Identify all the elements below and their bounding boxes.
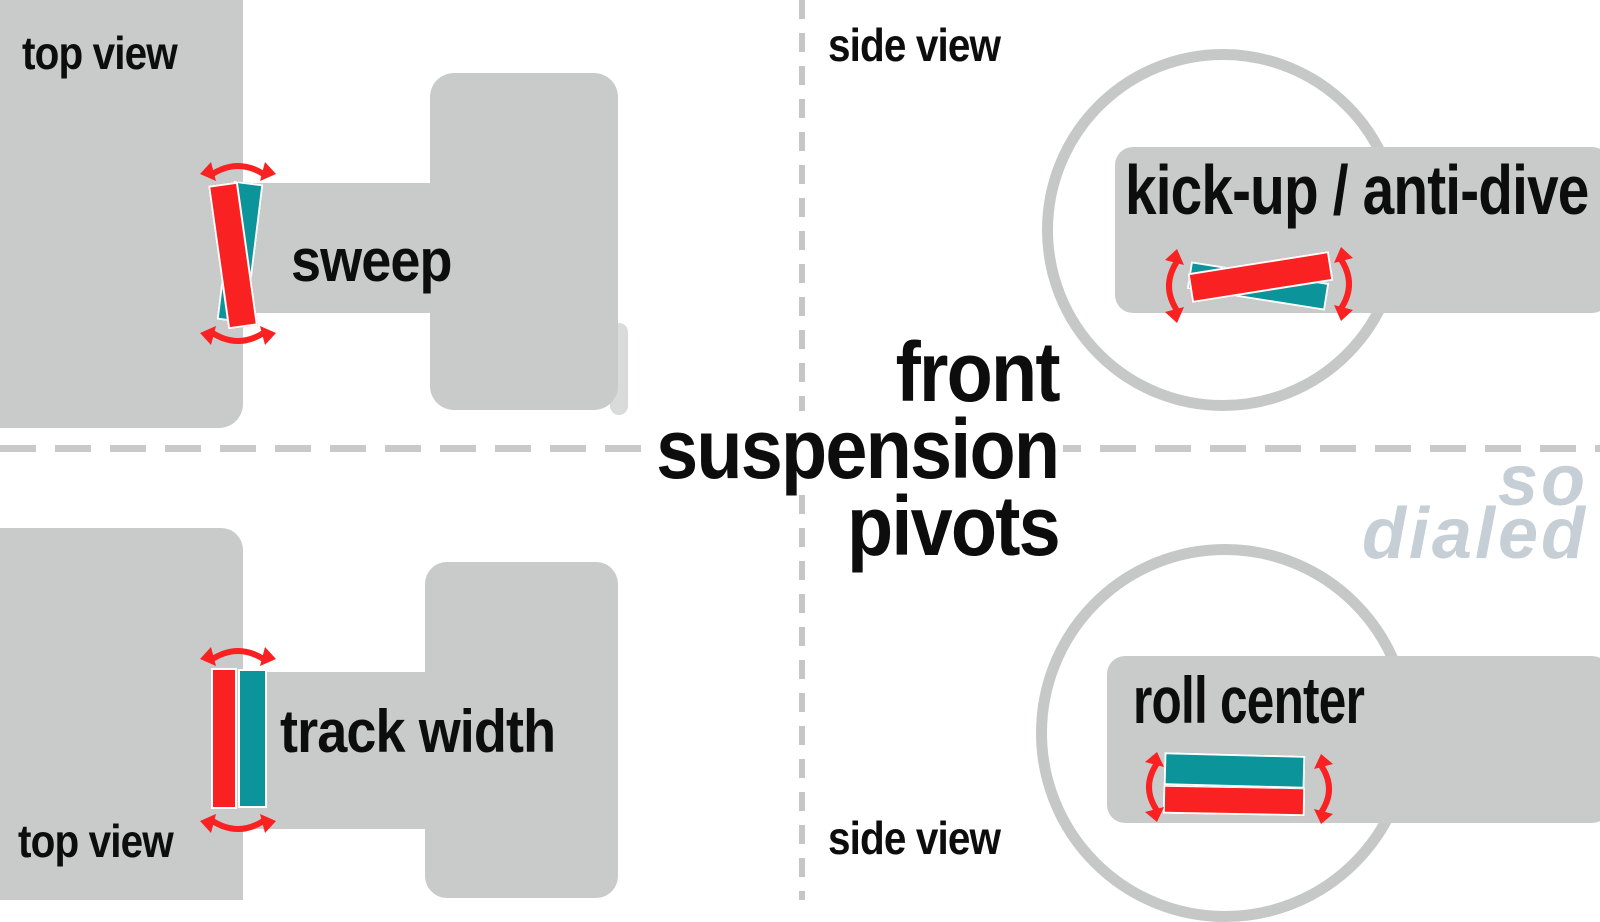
watermark-line-2: dialed: [1361, 494, 1588, 574]
title-line-2: suspension: [606, 407, 1063, 491]
view-label-top-right: side view: [828, 19, 1001, 71]
curved-arrow-icon: [200, 326, 276, 345]
suspension-arm-bottom-left: [243, 672, 425, 829]
chassis-center-block-top-left: [430, 73, 618, 410]
curved-arrow-icon: [200, 162, 276, 181]
caption-kickup-antidive: kick-up / anti-dive: [1125, 151, 1589, 229]
curved-arrow-icon: [1334, 247, 1353, 321]
title-line-1: front: [606, 330, 1063, 414]
so-dialed-watermark: so dialed: [1361, 441, 1588, 574]
view-label-bottom-left: top view: [18, 815, 174, 867]
caption-roll-center: roll center: [1133, 663, 1365, 737]
chassis-side-block-top-left: [0, 0, 243, 428]
pivot-bar-red-track-width: [211, 668, 237, 809]
chassis-center-block-bottom-left: [425, 562, 618, 898]
page-title: front suspension pivots: [606, 330, 1063, 568]
view-label-top-left: top view: [22, 27, 178, 79]
title-line-3: pivots: [606, 484, 1063, 568]
suspension-arm-top-left: [243, 183, 430, 313]
chassis-side-block-bottom-left: [0, 528, 243, 900]
curved-arrow-icon: [1314, 754, 1333, 824]
caption-sweep: sweep: [291, 227, 452, 294]
pivot-bar-teal-roll-center: [1163, 752, 1306, 789]
curved-arrow-icon: [200, 647, 276, 666]
curved-arrow-icon: [200, 814, 276, 833]
view-label-bottom-right: side view: [828, 812, 1001, 864]
pivot-bar-red-roll-center: [1162, 784, 1306, 817]
watermark-line-1: so: [1497, 441, 1588, 521]
caption-track-width: track width: [280, 698, 556, 765]
pivot-bar-teal-track-width: [238, 669, 267, 808]
curved-arrow-icon: [1165, 249, 1184, 323]
curved-arrow-icon: [1145, 752, 1164, 822]
